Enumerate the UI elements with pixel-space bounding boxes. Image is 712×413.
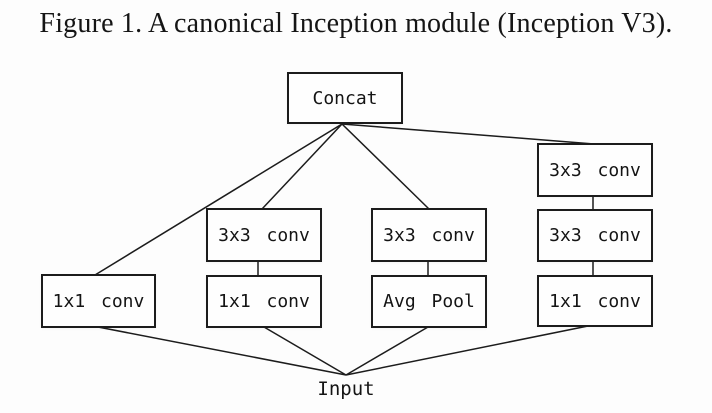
node-branch4-1x1-conv: 1x1 conv [537, 275, 653, 327]
edge-concat-branch4 [341, 123, 595, 145]
node-branch2-3x3-conv: 3x3 conv [206, 208, 322, 262]
node-branch3-3x3-conv: 3x3 conv [371, 208, 487, 262]
edge-branch3-input [345, 326, 429, 376]
edge-branch4-input [345, 325, 589, 376]
edge-concat-branch1 [94, 123, 343, 276]
figure-caption: Figure 1. A canonical Inception module (… [39, 8, 673, 39]
node-branch3-avg-pool: Avg Pool [371, 275, 487, 328]
edge-branch1-input [97, 326, 347, 376]
edge-concat-branch3 [341, 123, 430, 210]
edge-concat-branch2 [261, 123, 343, 210]
edge-branch2-input [263, 326, 347, 376]
node-branch4-3x3-conv-top: 3x3 conv [537, 143, 653, 197]
input-label: Input [317, 378, 375, 400]
node-branch4-3x3-conv-mid: 3x3 conv [537, 209, 653, 262]
node-concat: Concat [287, 72, 403, 124]
node-branch2-1x1-conv: 1x1 conv [206, 275, 322, 328]
node-branch1-1x1-conv: 1x1 conv [41, 274, 156, 328]
